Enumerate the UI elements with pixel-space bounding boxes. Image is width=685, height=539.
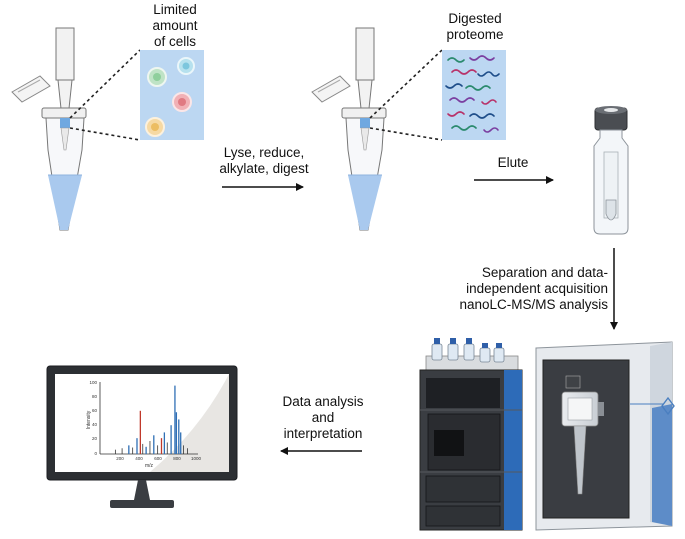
label-separation-step: Separation and data- independent acquisi… bbox=[459, 265, 608, 312]
ytick-80: 80 bbox=[92, 394, 98, 399]
spectrum-peaks bbox=[114, 385, 188, 454]
ytick-60: 60 bbox=[92, 408, 98, 413]
ion-source bbox=[561, 375, 604, 495]
tube-1 bbox=[11, 27, 87, 231]
cell-green bbox=[147, 67, 167, 87]
lc-system bbox=[419, 338, 523, 531]
monitor bbox=[46, 365, 238, 508]
mass-spectrometer bbox=[535, 341, 675, 531]
solvent-bottles bbox=[431, 338, 505, 363]
xtick-600: 600 bbox=[154, 456, 162, 461]
ytick-20: 20 bbox=[92, 436, 98, 441]
ytick-0: 0 bbox=[94, 451, 97, 456]
label-lyse-step: Lyse, reduce, alkylate, digest bbox=[219, 145, 309, 176]
label-data-analysis-step: Data analysis and interpretation bbox=[282, 394, 364, 441]
cell-cyan bbox=[177, 57, 195, 75]
xtick-200: 200 bbox=[116, 456, 124, 461]
xtick-400: 400 bbox=[135, 456, 143, 461]
xtick-1000: 1000 bbox=[191, 456, 202, 461]
tube-2 bbox=[311, 27, 387, 231]
ytick-100: 100 bbox=[89, 380, 97, 385]
ytick-40: 40 bbox=[92, 422, 98, 427]
zoom-lines-1 bbox=[69, 49, 141, 141]
cell-red bbox=[172, 92, 192, 112]
cell-yellow bbox=[145, 117, 165, 137]
spectrum-ylabel: Intensity bbox=[86, 410, 92, 429]
xtick-800: 800 bbox=[173, 456, 181, 461]
spectrum-xlabel: m/z bbox=[145, 463, 154, 469]
peptide-squiggles bbox=[445, 55, 500, 133]
sample-vial bbox=[593, 106, 629, 235]
spectrum-plot: 100 80 60 40 20 0 200 400 600 800 1000 m… bbox=[86, 380, 202, 469]
label-digested-proteome: Digested proteome bbox=[446, 11, 504, 42]
zoom-lines-2 bbox=[369, 49, 443, 141]
cells-zoom-box bbox=[140, 50, 204, 140]
label-elute-step: Elute bbox=[497, 155, 529, 170]
proteome-zoom-box bbox=[442, 50, 506, 140]
label-limited-cells: Limited amount of cells bbox=[152, 2, 198, 49]
